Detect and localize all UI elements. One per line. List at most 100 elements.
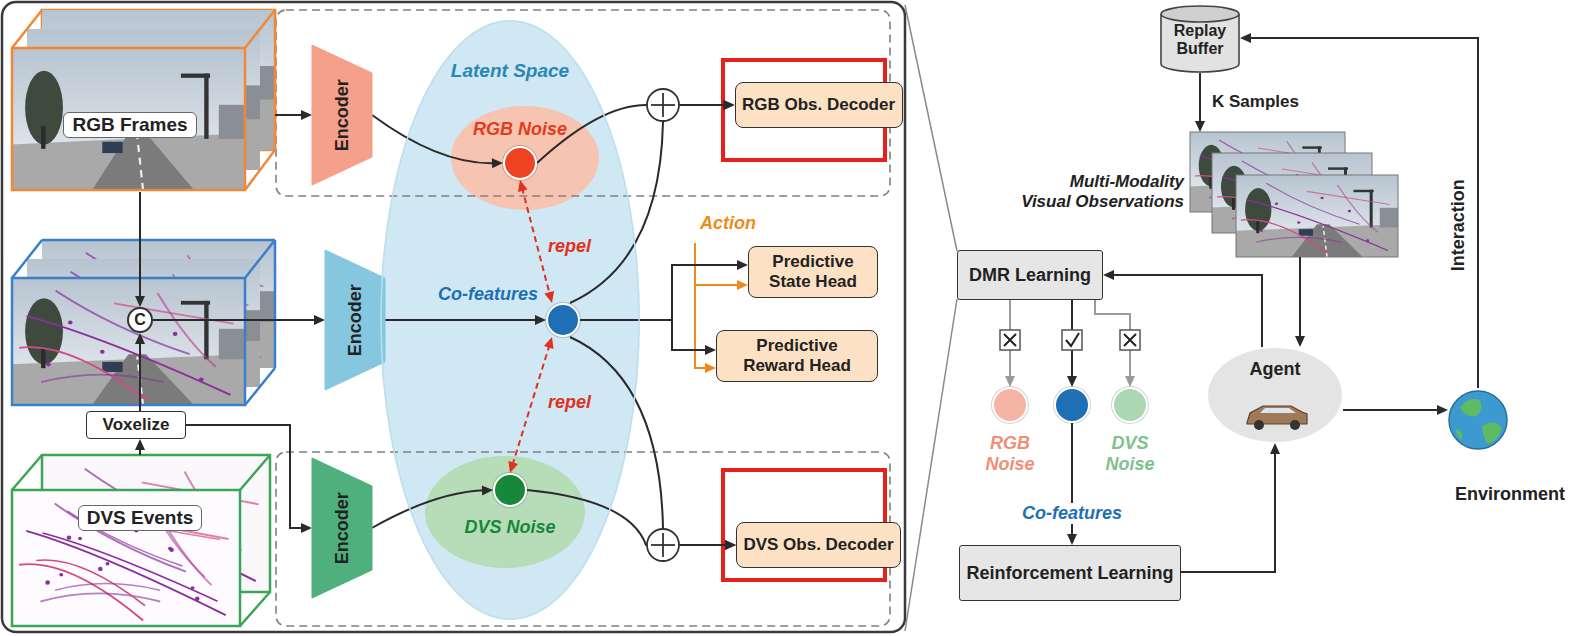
node-label: Reinforcement Learning <box>966 563 1173 584</box>
arrowhead <box>1067 534 1077 545</box>
node-label: DVS Noise <box>464 517 555 538</box>
frame-edge <box>12 240 42 278</box>
observation-illustration <box>1190 132 1398 257</box>
sum-cross <box>662 93 664 117</box>
arrowhead <box>135 333 145 344</box>
connector-line <box>1181 451 1275 572</box>
sum-circle <box>647 529 679 561</box>
connector-line <box>186 425 304 528</box>
node-label: RGB Noise <box>473 119 567 140</box>
cross-mark <box>1004 334 1016 346</box>
frame-events <box>19 504 228 621</box>
connector-line <box>1111 275 1262 347</box>
connector-line <box>385 319 538 321</box>
frame-edge <box>245 368 275 405</box>
action-arrowhead <box>737 280 748 290</box>
connector <box>1103 270 1262 347</box>
arrowhead <box>301 523 312 533</box>
connector-line <box>1343 409 1440 411</box>
arrowhead <box>725 540 736 550</box>
arrowhead <box>1125 376 1135 387</box>
connector <box>580 260 748 320</box>
sum-cross <box>662 533 664 557</box>
connector <box>570 337 736 550</box>
left-panel <box>2 2 905 632</box>
frame-events <box>1241 183 1390 254</box>
node-label: C <box>134 311 146 329</box>
rgb-noise-region <box>451 106 599 210</box>
connector <box>385 315 546 325</box>
process-box: DMR Learning <box>957 250 1103 300</box>
frame-border <box>1236 175 1398 257</box>
arrowhead <box>518 180 528 192</box>
arrowhead <box>544 337 554 349</box>
node-label: Encoder <box>332 492 353 564</box>
connector-line <box>580 265 740 320</box>
decoder-box: RGB Obs. Decoder <box>735 82 903 128</box>
globe-land <box>1482 422 1502 444</box>
arrowhead <box>1295 336 1305 347</box>
node-label: Multi-Modality Visual Observations <box>1016 172 1184 213</box>
connector <box>580 320 716 355</box>
connector-line <box>139 192 141 299</box>
head-box: Predictive State Head <box>748 246 878 298</box>
connector <box>570 100 735 303</box>
cylinder-top <box>1161 6 1239 22</box>
connector <box>1295 257 1305 347</box>
arrowhead <box>737 260 748 270</box>
sum-circle <box>647 89 679 121</box>
checkbox <box>1062 330 1082 350</box>
car-wheel <box>1290 420 1300 430</box>
node-label: RGB Obs. Decoder <box>742 95 895 115</box>
cylinder-body <box>1161 14 1239 72</box>
connector-line <box>139 341 141 411</box>
connector <box>275 110 312 120</box>
node-label: DVS Events <box>78 505 203 531</box>
frame-edge <box>245 150 275 190</box>
connector-line <box>527 490 728 545</box>
node-label: Agent <box>1250 359 1301 380</box>
checkbox <box>1000 330 1020 350</box>
frame-edge <box>42 239 275 242</box>
arrowhead <box>705 345 716 355</box>
cross-mark <box>1124 334 1136 346</box>
arrowhead <box>492 158 503 168</box>
latent-ellipse: Latent SpaceRGB NoiseCo-featuresDVS Nois… <box>380 20 640 620</box>
frame-edge <box>274 240 277 368</box>
action-line <box>695 284 739 286</box>
environment-globe: Environment <box>1448 388 1572 505</box>
accept-checkbox <box>1062 330 1082 350</box>
connector <box>1181 443 1280 572</box>
arrowhead <box>508 461 518 473</box>
node-label: Encoder <box>345 284 366 356</box>
connector-line <box>1299 257 1301 339</box>
process-box: Reinforcement Learning <box>959 545 1181 601</box>
connector-line <box>153 319 317 321</box>
encoder-trapezoid <box>312 45 372 185</box>
connector-line <box>570 337 728 545</box>
arrowhead <box>482 485 493 495</box>
node-label: DMR Learning <box>969 265 1091 286</box>
globe <box>1449 391 1507 449</box>
frame-edge <box>240 455 270 490</box>
edge-label: repel <box>548 236 591 257</box>
frame-front <box>12 490 240 626</box>
encoder-block: Encoder <box>312 45 372 185</box>
feature-dot: Co-features <box>546 303 580 337</box>
arrowhead <box>535 315 546 325</box>
connector-line <box>1199 73 1201 124</box>
encoder-block: Encoder <box>312 458 372 598</box>
arrowhead <box>135 296 145 307</box>
node-label: Co-features <box>1019 503 1125 524</box>
dvs-events-illustration <box>12 455 270 626</box>
reject-checkbox <box>1000 330 1020 350</box>
observation-stack: Multi-Modality Visual Observations <box>1190 132 1400 257</box>
connector <box>153 315 325 325</box>
arrowhead <box>724 100 735 110</box>
frame-edge <box>12 455 42 490</box>
sum-symbol <box>647 89 679 121</box>
arrowhead <box>1103 270 1114 280</box>
node-label: RGB Noise <box>975 433 1045 474</box>
node-label: Voxelize <box>103 415 170 435</box>
frame <box>12 48 245 190</box>
